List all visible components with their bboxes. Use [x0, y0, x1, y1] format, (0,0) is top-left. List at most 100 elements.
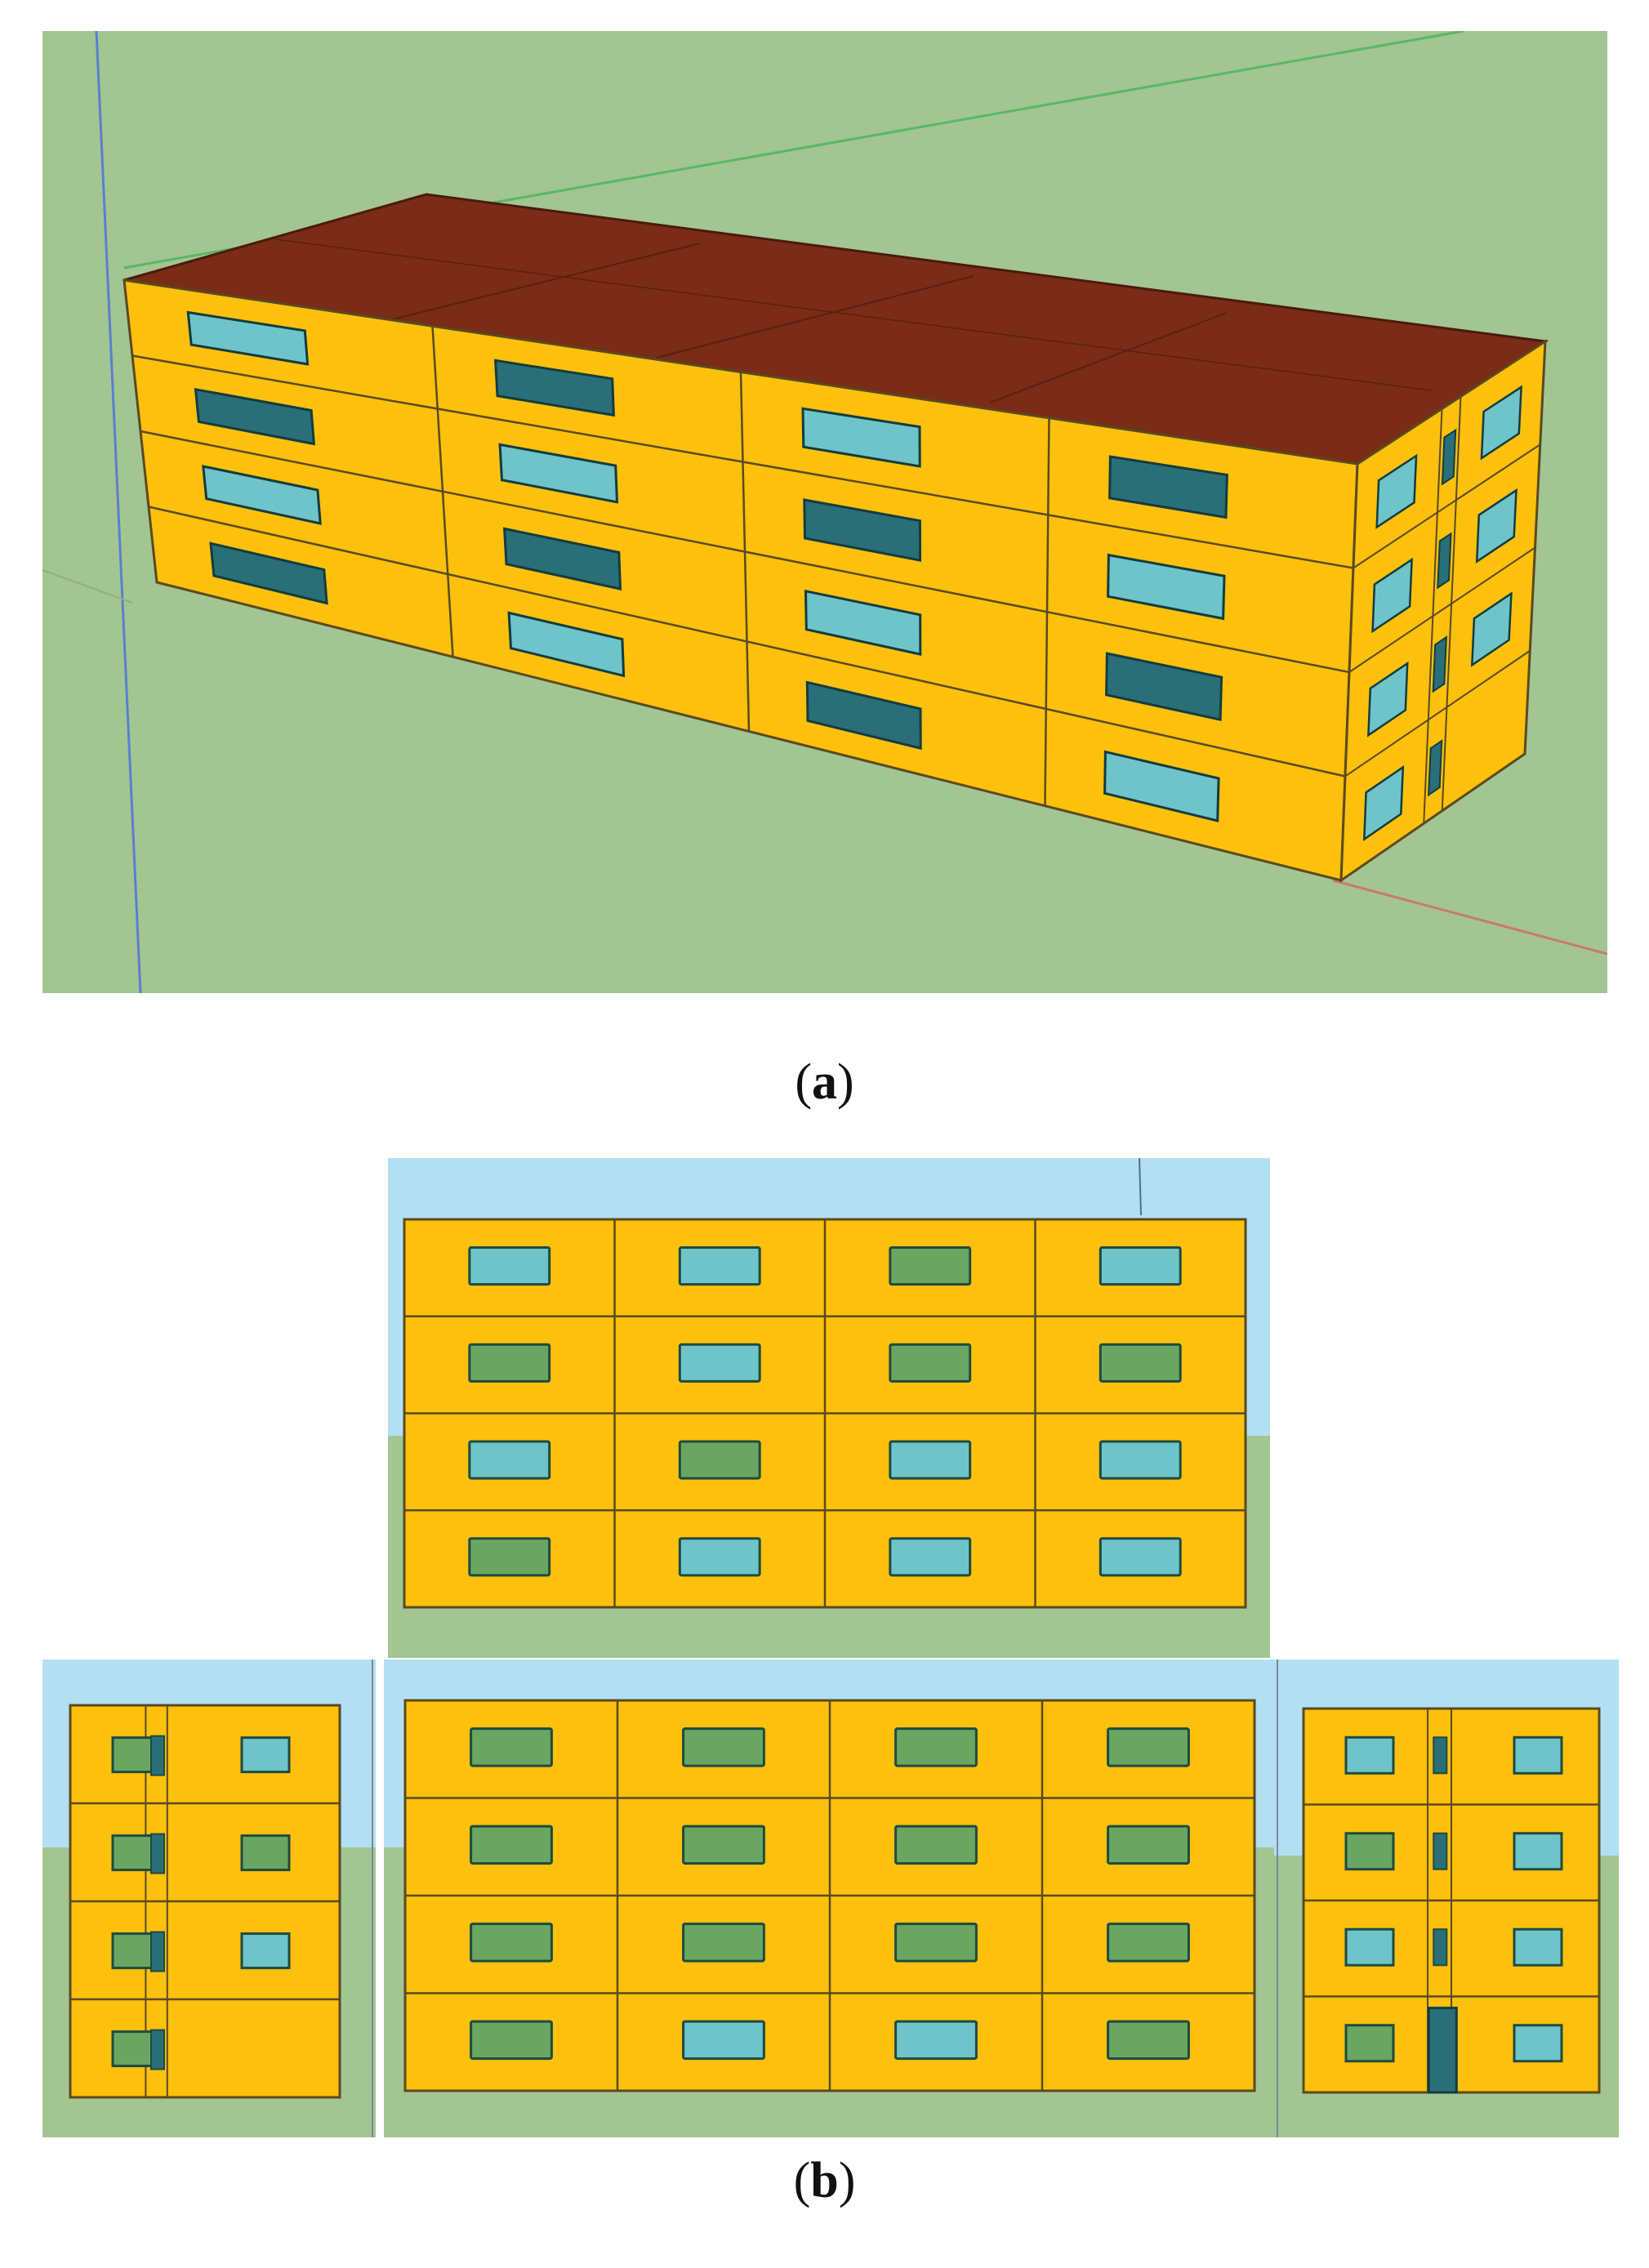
floor-line — [1348, 546, 1536, 673]
panel-b-right-elevation — [1274, 1660, 1619, 2137]
bay-line — [1044, 417, 1050, 806]
window — [889, 1245, 972, 1286]
window — [889, 1440, 972, 1480]
window — [1344, 1736, 1395, 1775]
window — [1344, 1927, 1395, 1967]
window — [1475, 488, 1518, 564]
window — [682, 1923, 765, 1963]
window — [1107, 1825, 1190, 1865]
entrance-door — [1427, 2007, 1458, 2094]
window — [1367, 661, 1409, 737]
window — [1362, 764, 1405, 842]
window — [803, 498, 922, 562]
window — [470, 1923, 553, 1963]
side-facade — [1339, 339, 1547, 883]
bay-line — [431, 326, 454, 657]
window — [468, 1245, 551, 1286]
window — [1099, 1343, 1182, 1383]
window — [240, 1736, 291, 1774]
window — [889, 1537, 972, 1577]
window — [498, 443, 619, 504]
front-elevation-view — [384, 1660, 1274, 2137]
window — [1107, 1727, 1190, 1767]
window — [202, 465, 322, 525]
window — [470, 1825, 553, 1865]
window — [470, 2020, 553, 2061]
floor-line — [1353, 443, 1541, 569]
window — [468, 1537, 551, 1577]
left-facade — [69, 1704, 341, 2099]
red-axis-line — [1332, 879, 1607, 956]
bay-line — [1423, 408, 1443, 824]
stair-window — [1433, 1736, 1448, 1775]
ground-reference-line — [42, 569, 133, 604]
stair-window — [150, 1735, 165, 1776]
building-3d-model — [42, 31, 1607, 993]
panel-a-3d-view — [42, 31, 1607, 993]
axis-line — [1139, 1158, 1142, 1216]
window — [1105, 652, 1223, 722]
front-facade — [403, 1699, 1256, 2092]
stair-window — [1437, 532, 1452, 590]
window — [1107, 1923, 1190, 1963]
window — [1513, 1736, 1563, 1775]
window — [470, 1727, 553, 1767]
window — [507, 611, 626, 678]
rear-facade — [403, 1218, 1247, 1609]
bay-line — [1441, 396, 1462, 811]
window — [1375, 453, 1418, 529]
right-facade — [1302, 1707, 1601, 2094]
window — [804, 589, 922, 656]
window — [240, 1834, 291, 1872]
panel-b-front-elevation — [384, 1660, 1274, 2137]
caption-a: (a) — [795, 1054, 854, 1110]
window — [186, 310, 310, 366]
stair-window — [150, 2029, 165, 2070]
window — [1344, 1832, 1395, 1871]
window — [1103, 750, 1220, 822]
window — [805, 680, 922, 751]
window — [1107, 2020, 1190, 2061]
caption-b: (b) — [793, 2153, 856, 2208]
window — [894, 1825, 978, 1865]
stair-window — [1432, 635, 1447, 693]
window — [209, 541, 328, 605]
window — [801, 407, 921, 468]
window — [1513, 1927, 1563, 1967]
window — [678, 1245, 761, 1286]
window — [894, 2020, 978, 2061]
panel-b-left-elevation — [42, 1660, 376, 2137]
roof-seam — [385, 243, 701, 322]
window — [1344, 2024, 1395, 2063]
window — [1371, 557, 1413, 634]
window — [1470, 591, 1513, 667]
window — [1107, 553, 1226, 621]
window — [1108, 455, 1228, 519]
window — [678, 1440, 761, 1480]
window — [240, 1932, 291, 1970]
roof-seam — [656, 275, 974, 359]
roof-seam — [274, 238, 1432, 391]
bay-line — [739, 372, 751, 732]
window — [1099, 1537, 1182, 1577]
stair-window — [1433, 1928, 1448, 1967]
panel-b-rear-elevation — [388, 1158, 1270, 1658]
window — [468, 1440, 551, 1480]
roof-seam — [989, 312, 1228, 403]
stair-window — [1441, 428, 1457, 486]
window — [682, 1825, 765, 1865]
floor-line — [1344, 649, 1531, 778]
right-side-elevation-view — [1274, 1660, 1619, 2137]
stair-window — [150, 1931, 165, 1972]
window — [682, 2020, 765, 2061]
stair-window — [150, 1833, 165, 1874]
front-facade — [123, 278, 1359, 882]
stair-window — [1428, 739, 1443, 797]
window — [1513, 1832, 1563, 1871]
window — [678, 1537, 761, 1577]
window — [682, 1727, 765, 1767]
window — [194, 387, 316, 446]
blue-axis-line — [95, 31, 142, 993]
window — [1099, 1440, 1182, 1480]
